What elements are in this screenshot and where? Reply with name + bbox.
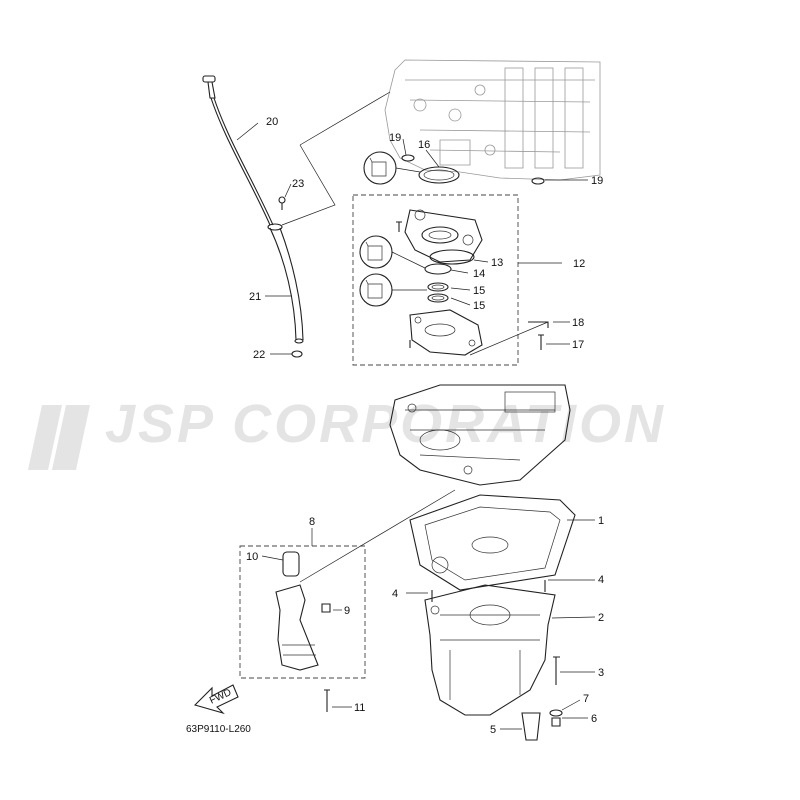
callout-20: 20: [266, 116, 278, 128]
callout-1: 1: [598, 515, 604, 527]
callout-23: 23: [292, 178, 304, 190]
callout-13: 13: [491, 257, 503, 269]
seal-14: [424, 263, 452, 275]
seal-15a: [427, 282, 449, 292]
callout-15-lower: 15: [473, 300, 485, 312]
callout-11: 11: [354, 702, 365, 714]
callout-5: 5: [490, 724, 496, 736]
bolt-3: [553, 656, 560, 685]
callout-19-left: 19: [389, 132, 401, 144]
bolt-11: [324, 689, 330, 712]
lube-icon-c: [359, 273, 427, 307]
callout-17: 17: [572, 339, 584, 351]
o-ring-22: [291, 350, 303, 358]
leader-lines: [236, 122, 596, 730]
callout-4-right: 4: [598, 574, 604, 586]
gasket-10: [282, 551, 300, 577]
callout-7: 7: [583, 693, 589, 705]
callout-22: 22: [253, 349, 265, 361]
group-box-8: [239, 545, 366, 679]
seal-15b: [427, 293, 449, 303]
pump-body: [409, 309, 483, 356]
watermark: JSP CORPORATION: [28, 394, 666, 470]
callout-10: 10: [246, 551, 258, 563]
gasket-1: [409, 494, 576, 591]
drain-plug-6: [551, 717, 561, 727]
callout-15-upper: 15: [473, 285, 485, 297]
callout-3: 3: [598, 667, 604, 679]
exhaust-guide: [389, 384, 571, 486]
callout-18: 18: [572, 317, 584, 329]
callout-8: 8: [309, 516, 315, 528]
o-ring-19a: [401, 154, 415, 162]
callout-4-left: 4: [392, 588, 398, 600]
lube-icon-a: [363, 151, 421, 185]
group-box-12: [352, 194, 519, 366]
callout-9: 9: [344, 605, 350, 617]
part-code: 63P9110-L260: [186, 724, 251, 735]
callout-21: 21: [249, 291, 261, 303]
bolt-9: [321, 603, 331, 613]
o-ring-19b: [531, 177, 545, 185]
oil-strainer: [275, 584, 319, 671]
callouts: 1 2 3 4 4 5 6 7 8 9 10 11 12 13 14 15 15…: [246, 116, 604, 736]
callout-2: 2: [598, 612, 604, 624]
dipstick: [202, 75, 274, 226]
callout-19-right: 19: [591, 175, 603, 187]
gasket-7: [549, 709, 563, 717]
watermark-text: JSP CORPORATION: [105, 394, 666, 454]
oil-seal-16: [418, 166, 460, 184]
engine-block: [384, 59, 601, 181]
dipstick-guide: [267, 223, 304, 344]
screw-17: [538, 334, 544, 350]
callout-6: 6: [591, 713, 597, 725]
oil-pan-2: [424, 584, 556, 716]
callout-14: 14: [473, 268, 485, 280]
upper-casing: [404, 209, 483, 265]
strainer-5: [521, 712, 541, 741]
fwd-arrow-icon: FWD: [193, 684, 239, 715]
callout-12: 12: [573, 258, 585, 270]
callout-16: 16: [418, 139, 430, 151]
lube-icon-b: [359, 235, 426, 269]
bolt-23: [278, 196, 286, 210]
